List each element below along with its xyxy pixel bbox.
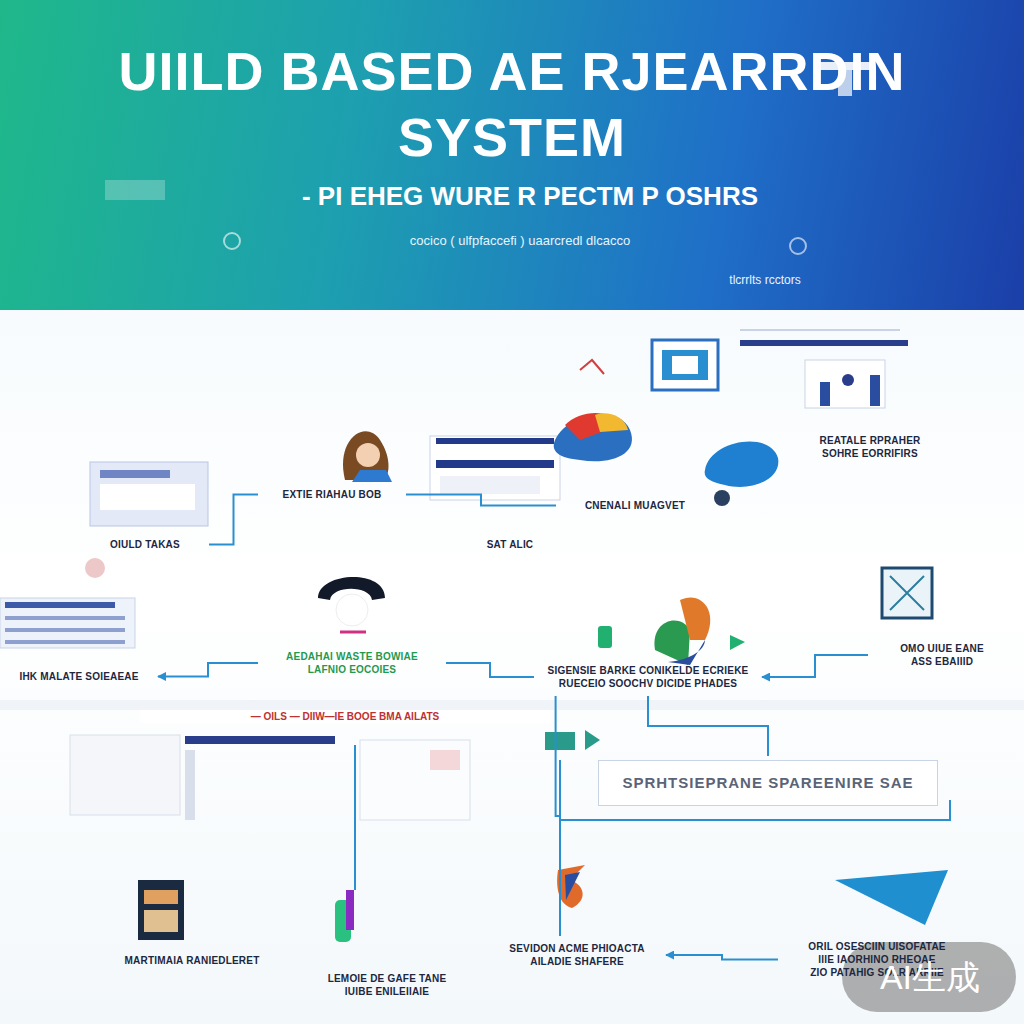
connector — [556, 696, 560, 936]
icon-label: LEMOIE DE GAFE TANEIUIBE ENILEIIAIE — [322, 970, 452, 1000]
connector — [648, 696, 768, 756]
node-sublabel: IUIBE ENILEIIAIE — [325, 985, 449, 998]
node-label: OMO UIUE EANE — [875, 642, 1009, 655]
node-label: LEMOIE DE GAFE TANE — [325, 972, 449, 985]
node-label: SEVIDON ACME PHIOACTA — [495, 942, 659, 955]
node-label: MARTIMAIA RANIEDLERET — [95, 954, 289, 967]
connector — [762, 655, 868, 677]
title: UIILD BASED AE RJEARRDIN SYSTEM — [90, 38, 934, 170]
node-sublabel: LAFNIO EOCOIES — [265, 663, 439, 676]
node-label: OIULD TAKAS — [88, 538, 202, 551]
icon-label: CNENALI MUAGVET — [560, 497, 710, 514]
node-label: ORIL OSESCIIN UISOFATAE — [785, 940, 969, 953]
node-label: SIGENSIE BARKE CONIKELDE ECRIEKE — [541, 664, 755, 677]
connector — [446, 663, 534, 677]
node-label: AEDAHAI WASTE BOWIAE — [265, 650, 439, 663]
connector — [406, 495, 556, 506]
band-note: — OILS — DIIW—IE BOOE BMA AILATS — [140, 710, 550, 723]
node-label: EXTIE RIAHAU BOB — [265, 488, 399, 501]
small-caption: cocico ( ulfpfaccefi ) uaarcredl dlcacco — [250, 232, 790, 250]
node-label: IHK MALATE SOIEAEAE — [7, 670, 151, 683]
watermark: AI生成 — [860, 955, 1000, 999]
icon-label: IHK MALATE SOIEAEAE — [4, 668, 154, 685]
connector — [158, 663, 258, 677]
connector — [209, 495, 258, 545]
icon-label: SIGENSIE BARKE CONIKELDE ECRIEKERUECEIO … — [538, 662, 758, 692]
small-caption: tlcrrlts rcctors — [640, 272, 890, 288]
icon-label: SAT ALIC — [455, 536, 565, 553]
node-label: CNENALI MUAGVET — [563, 499, 707, 512]
icon-label: MARTIMAIA RANIEDLERET — [92, 952, 292, 969]
icon-label: EXTIE RIAHAU BOB — [262, 486, 402, 503]
icon-label: REATALE RPRAHERSOHRE EORRIFIRS — [790, 432, 950, 462]
node-label: REATALE RPRAHER — [793, 434, 947, 447]
node-sublabel: SOHRE EORRIFIRS — [793, 447, 947, 460]
subtitle: - PI EHEG WURE R PECTM P OSHRS — [150, 180, 910, 212]
node-sublabel: AILADIE SHAFERE — [495, 955, 659, 968]
icon-label: OMO UIUE EANEASS EBAIIID — [872, 640, 1012, 670]
node-sublabel: RUECEIO SOOCHV DICIDE PHADES — [541, 677, 755, 690]
connector — [666, 955, 778, 960]
icon-label: SEVIDON ACME PHIOACTAAILADIE SHAFERE — [492, 940, 662, 970]
node-sublabel: ASS EBAIIID — [875, 655, 1009, 668]
node-label: SAT ALIC — [458, 538, 562, 551]
icon-label: OIULD TAKAS — [85, 536, 205, 553]
node-label: SPRHTSIEPRANE SPAREENIRE SAE — [609, 773, 927, 793]
icon-label: AEDAHAI WASTE BOWIAELAFNIO EOCOIES — [262, 648, 442, 678]
text-panel: SPRHTSIEPRANE SPAREENIRE SAE — [598, 760, 938, 806]
